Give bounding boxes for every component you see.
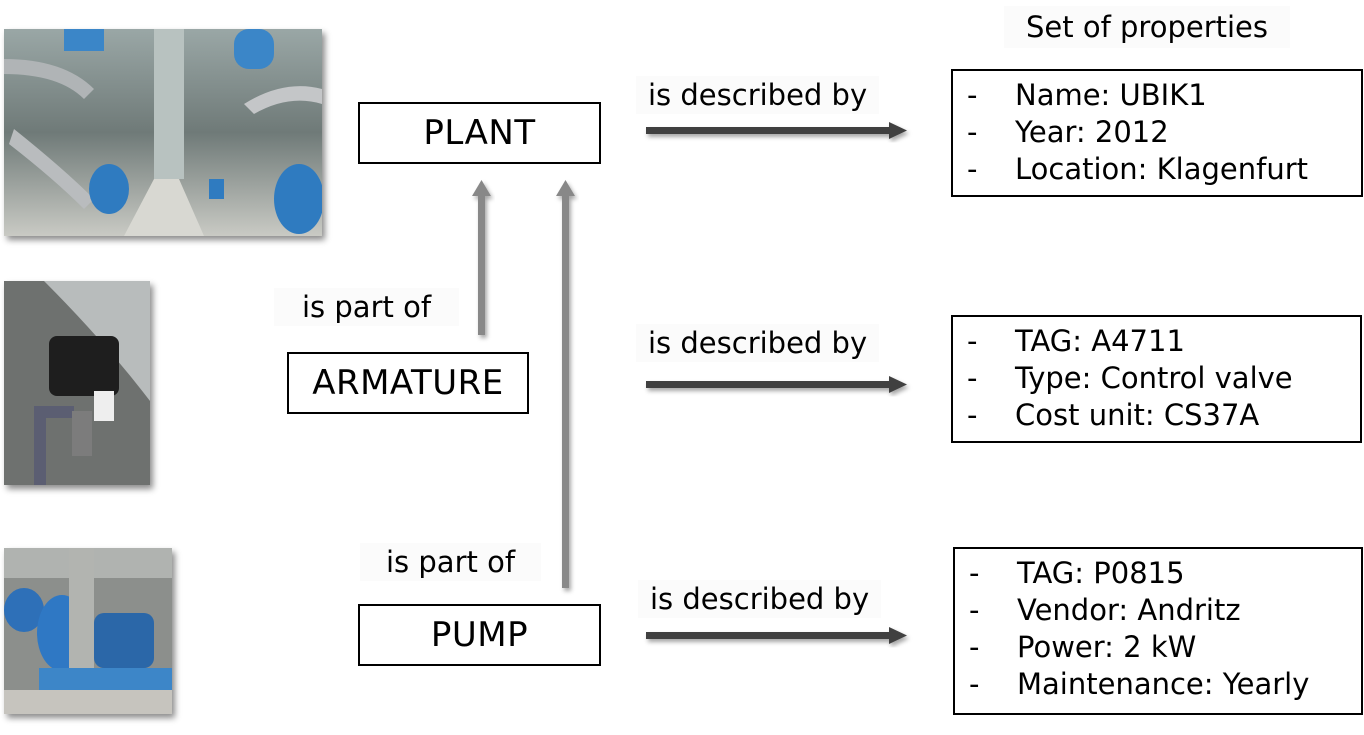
- property-text: Year: 2012: [1015, 115, 1169, 149]
- bullet: -: [967, 115, 978, 149]
- property-text: TAG: A4711: [1015, 324, 1185, 358]
- properties-plant: - Name: UBIK1 - Year: 2012 - Location: Klag…: [951, 69, 1363, 197]
- property-item: - Year: 2012: [967, 114, 1361, 151]
- bullet: -: [969, 630, 980, 664]
- bullet: -: [967, 152, 978, 186]
- property-item: - Cost unit: CS37A: [967, 397, 1360, 434]
- property-item: - Vendor: Andritz: [969, 592, 1361, 629]
- described-by-arrow-plant: [646, 122, 907, 139]
- property-text: Name: UBIK1: [1015, 78, 1207, 112]
- described-by-label-plant: is described by: [636, 76, 880, 114]
- part-of-label-armature: is part of: [274, 288, 460, 326]
- bullet: -: [967, 78, 978, 112]
- armature-photo: [4, 281, 150, 485]
- entity-plant: PLANT: [358, 102, 601, 164]
- entity-pump: PUMP: [358, 604, 601, 666]
- property-item: - Type: Control valve: [967, 360, 1360, 397]
- described-by-label-pump: is described by: [638, 580, 882, 618]
- plant-photo: [4, 29, 322, 236]
- properties-header: Set of properties: [1004, 6, 1290, 48]
- bullet: -: [967, 398, 978, 432]
- property-text: TAG: P0815: [1017, 556, 1185, 590]
- pump-photo: [4, 548, 172, 714]
- property-item: - TAG: A4711: [967, 323, 1360, 360]
- property-text: Maintenance: Yearly: [1017, 667, 1310, 701]
- bullet: -: [969, 667, 980, 701]
- bullet: -: [967, 324, 978, 358]
- property-text: Type: Control valve: [1015, 361, 1293, 395]
- bullet: -: [967, 361, 978, 395]
- described-by-arrow-pump: [646, 627, 907, 644]
- property-item: - Power: 2 kW: [969, 629, 1361, 666]
- properties-armature: - TAG: A4711 - Type: Control valve - Cost u…: [951, 315, 1362, 443]
- described-by-arrow-armature: [646, 376, 907, 393]
- entity-armature: ARMATURE: [287, 352, 529, 414]
- property-text: Vendor: Andritz: [1017, 593, 1241, 627]
- pump-image: [4, 548, 172, 714]
- property-item: - Maintenance: Yearly: [969, 666, 1361, 703]
- part-of-label-pump: is part of: [360, 543, 542, 581]
- property-text: Power: 2 kW: [1017, 630, 1197, 664]
- control-valve-image: [4, 281, 150, 485]
- property-text: Location: Klagenfurt: [1015, 152, 1309, 186]
- part-of-arrow-armature-plant: [472, 180, 491, 335]
- properties-pump: - TAG: P0815 - Vendor: Andritz - Power: 2 k…: [953, 547, 1363, 715]
- property-item: - TAG: P0815: [969, 555, 1361, 592]
- bullet: -: [969, 556, 980, 590]
- plant-hall-image: [4, 29, 322, 236]
- described-by-label-armature: is described by: [636, 324, 880, 362]
- property-item: - Name: UBIK1: [967, 77, 1361, 114]
- part-of-arrow-pump-plant: [556, 180, 575, 588]
- property-item: - Location: Klagenfurt: [967, 151, 1361, 188]
- property-text: Cost unit: CS37A: [1015, 398, 1260, 432]
- bullet: -: [969, 593, 980, 627]
